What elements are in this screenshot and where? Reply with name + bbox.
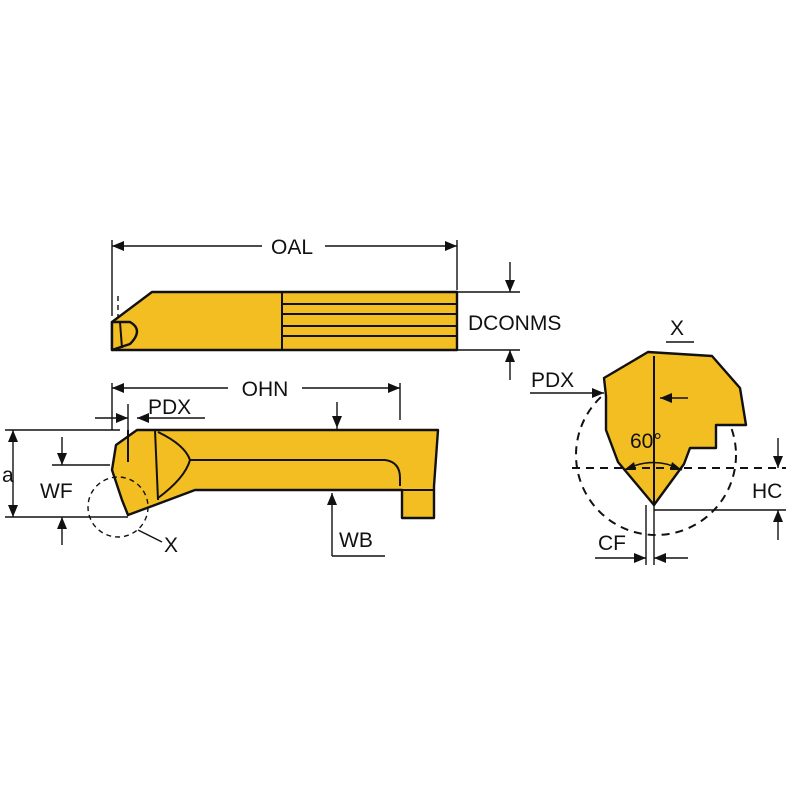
wb-label: WB xyxy=(339,529,373,552)
x-detail-title: X xyxy=(666,317,694,343)
dconms-dimension: DCONMS xyxy=(457,262,561,380)
dconms-label: DCONMS xyxy=(468,312,561,335)
angle-label: 60° xyxy=(630,430,662,453)
wb-dimension: WB xyxy=(327,493,385,557)
pdx-label-side: PDX xyxy=(148,396,191,419)
a-label: a xyxy=(2,464,14,487)
x-label-side: X xyxy=(164,534,178,557)
pdx-dimension-detail: PDX xyxy=(530,369,604,398)
oal-label: OAL xyxy=(271,236,313,259)
tool-side-view xyxy=(110,428,440,520)
detail-x-marker: X xyxy=(87,476,178,557)
a-dimension: a xyxy=(2,429,128,518)
x-label-detail: X xyxy=(670,317,684,340)
detail-x-view xyxy=(575,350,748,536)
ohn-dimension: OHN xyxy=(111,378,401,430)
tool-top-view xyxy=(110,290,459,352)
wf-label: WF xyxy=(40,480,73,503)
pdx-label-detail: PDX xyxy=(531,369,574,392)
hc-label: HC xyxy=(752,480,782,503)
top-reference-arrow xyxy=(332,402,342,430)
wf-dimension: WF xyxy=(40,437,110,545)
hc-dimension: HC xyxy=(572,438,786,540)
pdx-dimension-side: PDX xyxy=(95,396,205,430)
oal-dimension: OAL xyxy=(111,236,458,316)
ohn-label: OHN xyxy=(242,378,289,401)
cf-label: CF xyxy=(598,532,626,555)
cf-dimension: CF xyxy=(595,505,688,565)
